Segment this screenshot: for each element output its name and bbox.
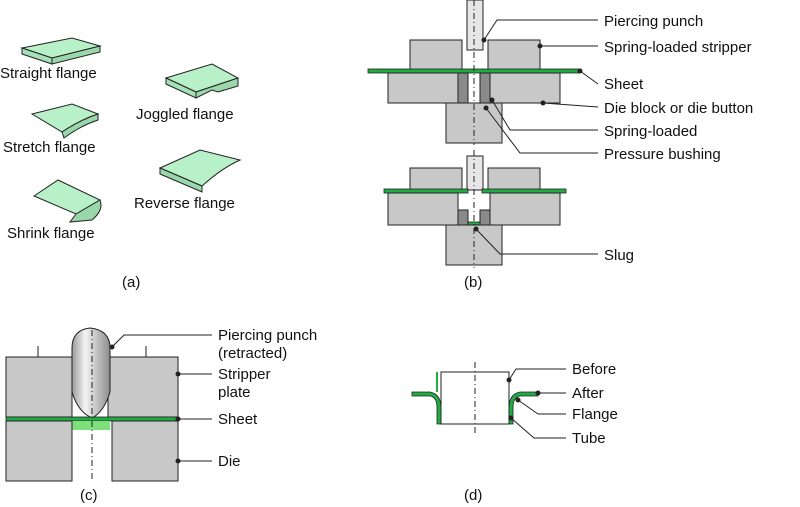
die-block-left: [387, 72, 459, 104]
piercing-punch-b: [466, 0, 484, 51]
tube-label: Tube: [572, 430, 606, 447]
leader-dots-b: [473, 37, 583, 232]
sheet-b2-left: [383, 188, 469, 194]
straight-flange-label: Straight flange: [0, 65, 97, 82]
leader-dots-d: [506, 377, 541, 421]
stretch-flange-shape: [30, 103, 100, 139]
flange-right: [508, 391, 539, 425]
panel-a-caption: (a): [122, 274, 140, 291]
panel-d-caption: (d): [464, 487, 482, 504]
joggled-flange-shape: [164, 63, 240, 99]
piercing-punch-label: Piercing punch: [604, 13, 703, 30]
after-label: After: [572, 385, 604, 402]
before-label: Before: [572, 361, 616, 378]
die-block-right-b2: [489, 192, 561, 226]
stripper-right-b2: [487, 167, 541, 191]
sheet-label-b: Sheet: [604, 76, 644, 93]
stretch-flange-label: Stretch flange: [3, 139, 96, 156]
flange-left: [411, 391, 442, 425]
slug-label: Slug: [604, 247, 634, 264]
stripper-left: [409, 39, 463, 71]
stripper-plate-label-2: plate: [218, 384, 251, 401]
punch-b2: [466, 155, 484, 191]
die-left-c: [5, 420, 73, 482]
sheet-label-c: Sheet: [218, 411, 258, 428]
panel-b: Piercing punch Spring-loaded stripper Sh…: [367, 0, 753, 291]
straight-flange-shape: [20, 37, 102, 65]
panel-c: Piercing punch (retracted) Stripper plat…: [5, 327, 317, 504]
punch-retracted-label-2: (retracted): [218, 345, 287, 362]
stripper-left-b2: [409, 167, 463, 191]
bushing-right: [479, 72, 491, 104]
spring-loaded-label: Spring-loaded: [604, 123, 697, 140]
punch-retracted-label-1: Piercing punch: [218, 327, 317, 344]
leader-dots-c: [109, 344, 181, 464]
stripper-left-c: [5, 356, 73, 418]
piercing-punch-c: [71, 327, 111, 420]
panel-a: Straight flange Stretch flange Shrink fl…: [0, 37, 242, 291]
die-block-label: Die block or die button: [604, 100, 753, 117]
die-block-left-b2: [387, 192, 459, 226]
bushing-left: [457, 72, 469, 104]
leader-lines-c: [111, 334, 212, 462]
panel-b-caption: (b): [464, 274, 482, 291]
die-right-c: [111, 420, 179, 482]
spring-loaded-stripper-label: Spring-loaded stripper: [604, 39, 752, 56]
flange-label-d: Flange: [572, 406, 618, 423]
joggled-flange-label: Joggled flange: [136, 106, 234, 123]
pressure-bushing-label: Pressure bushing: [604, 146, 721, 163]
leader-lines-d: [508, 368, 566, 439]
stripper-right: [487, 39, 541, 71]
pierced-region: [72, 421, 110, 430]
die-label-c: Die: [218, 453, 241, 470]
shrink-flange-label: Shrink flange: [7, 225, 95, 242]
stripper-plate-label-1: Stripper: [218, 366, 271, 383]
panel-d: Before After Flange Tube (d): [411, 361, 618, 504]
die-block-right: [489, 72, 561, 104]
sheet-b2-right: [481, 188, 567, 194]
leader-lines-b: [475, 19, 599, 255]
shrink-flange-shape: [32, 179, 102, 223]
reverse-flange-shape: [158, 149, 242, 193]
stripper-right-c: [107, 356, 179, 418]
reverse-flange-label: Reverse flange: [134, 195, 235, 212]
panel-c-caption: (c): [80, 487, 98, 504]
